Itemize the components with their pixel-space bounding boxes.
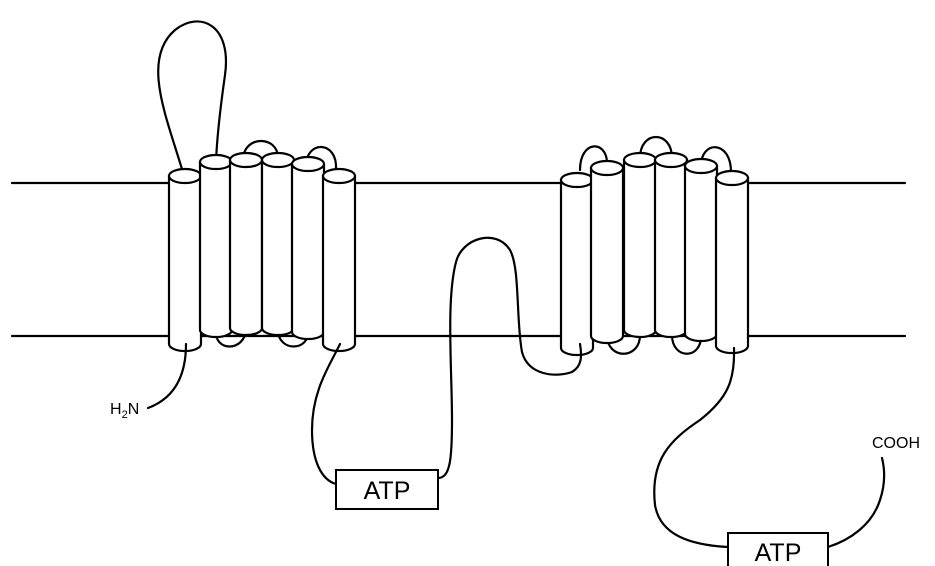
tmd-1-helix-5 [292,157,324,339]
atp-label-2: ATP [755,539,802,566]
helix-cylinder-cap [655,153,687,167]
helix-cylinder-cap [685,159,717,173]
tmd-2-helix-3 [624,153,656,337]
helix-cylinder-body [323,176,355,351]
helix-cylinder-cap [591,161,623,175]
n-terminus-label: H2N [110,401,139,421]
helix-cylinder-cap [323,169,355,183]
helix-cylinder-body [655,160,687,337]
extracellular-loop-large [158,21,226,176]
tmd-2-helix-5 [685,159,717,341]
tmd-1-helix-4 [262,153,294,335]
tmd-2-helix-4 [655,153,687,337]
tmd-1-helix-3 [230,153,262,335]
helix-cylinder-cap [716,171,748,185]
helix-cylinder-body [685,166,717,341]
tmd-2-helix-2 [591,161,623,343]
helix-cylinder-body [200,162,232,337]
nucleotide-binding-domain-2: ATP [728,533,828,566]
helix-cylinder-cap [200,155,232,169]
helix-cylinder-body [716,178,748,353]
helix-cylinder-cap [230,153,262,167]
linker-tmd1-to-nbd1 [312,344,340,484]
atp-label-1: ATP [364,477,411,505]
tmd-2-helix-1 [561,173,593,355]
tmd-2-helix-6 [716,171,748,353]
c-terminus-label: COOH [872,435,920,452]
helix-cylinder-body [169,176,201,351]
tmd-1-helix-2 [200,155,232,337]
helix-cylinder-cap [262,153,294,167]
nucleotide-binding-domain-1: ATP [336,470,438,509]
helix-cylinder-cap [624,153,656,167]
n-terminus-chain [148,344,186,408]
linker-tmd2-to-nbd2 [654,348,734,547]
helix-cylinder-body [624,160,656,337]
membrane [12,183,905,336]
linker-nbd1-to-tmd2 [438,238,581,478]
helix-cylinder-body [262,160,294,335]
transmembrane-domain-2 [561,153,748,355]
transmembrane-domain-1 [169,153,355,351]
tmd-1-helix-6 [323,169,355,351]
helix-cylinder-cap [561,173,593,187]
helix-cylinder-body [561,180,593,355]
helix-cylinder-body [292,164,324,339]
tmd-1-helix-1 [169,169,201,351]
c-terminus-chain [828,458,884,547]
helix-cylinder-cap [292,157,324,171]
helix-cylinder-body [230,160,262,335]
helix-cylinder-body [591,168,623,343]
helix-cylinder-cap [169,169,201,183]
